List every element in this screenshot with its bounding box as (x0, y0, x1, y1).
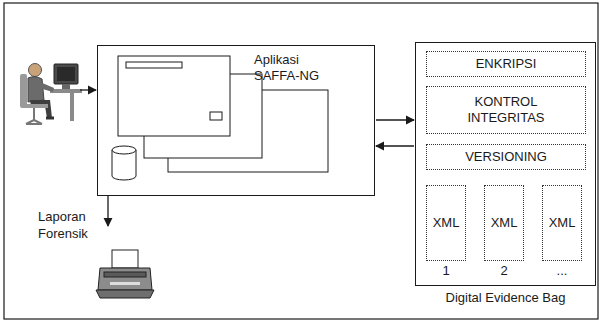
evidence-bag-box: ENKRIPSI KONTROL INTEGRITAS VERSIONING XML1… (415, 42, 596, 286)
layer-box: ENKRIPSI (426, 51, 586, 77)
outer-frame (4, 3, 598, 319)
box-label: XML (549, 215, 576, 231)
box-label: XML (491, 215, 518, 231)
xml-box: XML1 (426, 185, 466, 261)
user-at-computer-icon (20, 64, 82, 125)
data-flow-arrow (376, 145, 414, 146)
index-number: 1 (407, 263, 485, 279)
box-label: VERSIONING (465, 149, 547, 165)
data-flow-arrow (376, 119, 414, 120)
layer-box: KONTROL INTEGRITAS (426, 86, 586, 134)
database-cylinder (112, 146, 136, 180)
printer-icon (96, 250, 154, 298)
xml-box: XML... (542, 185, 582, 261)
application-box: Aplikasi SAFFA-NG (97, 45, 375, 196)
input-arrow (80, 89, 96, 90)
index-number: 2 (465, 263, 543, 279)
box-label: ENKRIPSI (476, 56, 537, 72)
caption-text: Digital Evidence Bag (396, 290, 603, 306)
report-arrow (107, 196, 108, 226)
layer-box: VERSIONING (426, 144, 586, 170)
index-number: ... (523, 263, 601, 279)
report-label: Laporan Forensik (38, 208, 100, 242)
xml-box: XML2 (484, 185, 524, 261)
box-label: XML (433, 215, 460, 231)
box-label: KONTROL INTEGRITAS (456, 94, 556, 126)
box-label: Aplikasi SAFFA-NG (254, 52, 328, 84)
